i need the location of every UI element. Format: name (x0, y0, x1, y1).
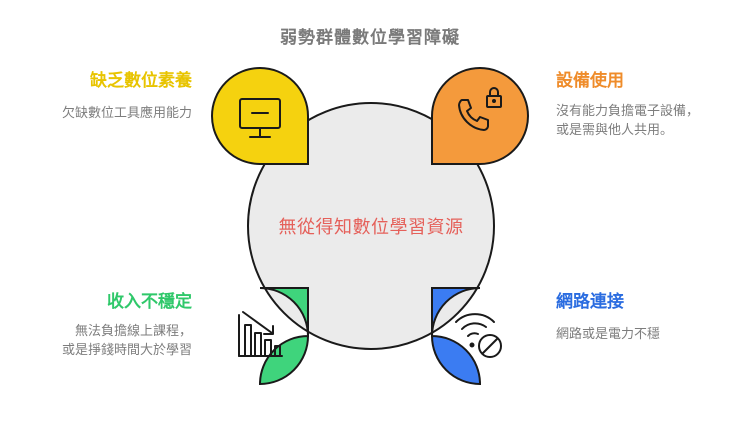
petal-top-right (431, 66, 529, 165)
heading-device-usage: 設備使用 (556, 71, 624, 91)
declining-chart-icon (238, 311, 283, 357)
monitor-icon (239, 98, 281, 138)
description-unstable-income-line1: 無法負擔線上課程， (74, 324, 192, 339)
petal-top-left (211, 66, 309, 165)
phone-lock-icon (458, 87, 502, 131)
heading-unstable-income: 收入不穩定 (107, 292, 192, 312)
description-device-usage-line2: 或是需與他人共用。 (556, 123, 674, 138)
description-unstable-income-line2: 或是掙錢時間大於學習 (61, 343, 192, 358)
description-device-usage-line1: 沒有能力負擔電子設備， (556, 104, 700, 119)
center-label: 無從得知數位學習資源 (278, 217, 464, 238)
description-network-connection: 網路或是電力不穩 (556, 327, 661, 342)
heading-digital-literacy: 缺乏數位素養 (90, 71, 192, 91)
petal-bottom-right (431, 287, 482, 386)
wifi-off-icon (455, 313, 502, 358)
petal-bottom-left (258, 287, 309, 386)
heading-network-connection: 網路連接 (556, 292, 624, 312)
description-digital-literacy: 欠缺數位工具應用能力 (61, 106, 192, 121)
diagram-title: 弱勢群體數位學習障礙 (280, 28, 460, 48)
